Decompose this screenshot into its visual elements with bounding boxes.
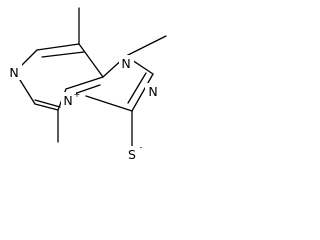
bond-c3-n4 bbox=[85, 95, 133, 112]
label-bg-n4 bbox=[61, 92, 76, 108]
atom-sulfur-charge: - bbox=[140, 143, 143, 152]
bond-n2-c3-double bbox=[127, 72, 147, 104]
molecule-structure: N N N N + S - bbox=[6, 7, 167, 163]
bond-n4-c8a bbox=[65, 76, 104, 90]
bond-c8-c7 bbox=[36, 43, 80, 51]
atom-n4: N bbox=[63, 93, 72, 108]
atom-n1: N bbox=[121, 56, 130, 71]
label-bg-n2 bbox=[145, 83, 161, 99]
bond-c5-c4a-part bbox=[34, 103, 59, 111]
atom-n-pyrazine: N bbox=[9, 65, 18, 80]
bond-c5-c4a-double bbox=[34, 99, 61, 108]
bond-c8-c7-double bbox=[41, 51, 85, 58]
label-bg-s bbox=[125, 146, 140, 163]
atom-n4-charge: + bbox=[74, 90, 81, 99]
atom-sulfur: S bbox=[128, 147, 136, 162]
label-bg-n1 bbox=[119, 55, 134, 71]
bond-n2-c3 bbox=[131, 73, 154, 112]
methyl-n1 bbox=[125, 35, 167, 57]
bond-c8a-c8 bbox=[78, 43, 104, 78]
atom-n2: N bbox=[148, 84, 157, 99]
label-bg-n6 bbox=[6, 64, 22, 80]
